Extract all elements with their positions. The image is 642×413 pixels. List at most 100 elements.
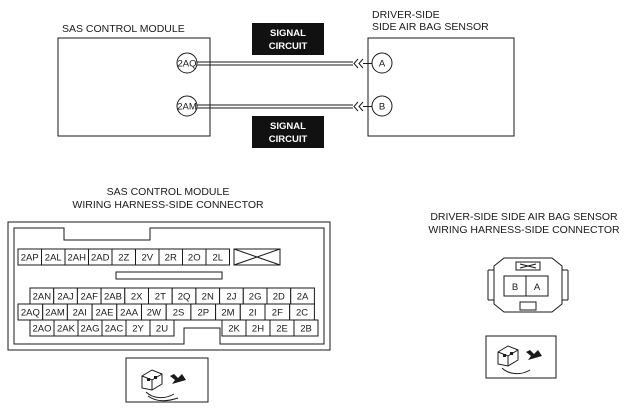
module-connector-pin: 2AE	[91, 303, 118, 321]
module-connector-pin-label: 2Y	[132, 324, 144, 335]
sas-module-title: SAS CONTROL MODULE	[62, 23, 185, 35]
module-connector-pin-label: 2R	[165, 253, 177, 264]
module-connector-pin: 2G	[242, 287, 268, 305]
module-connector-pin: 2AK	[53, 319, 79, 337]
module-connector-pin: 2Z	[111, 248, 136, 266]
module-pin-2aq: 2AQ	[176, 52, 198, 74]
module-connector-pin-label: 2J	[226, 292, 236, 303]
module-connector-pin-label: 2A	[297, 292, 309, 303]
module-connector-pin: 2Q	[171, 287, 197, 305]
signal-circuit-label-lower: SIGNAL CIRCUIT	[252, 116, 324, 148]
module-connector-pin: 2X	[124, 287, 150, 305]
sensor-connector-pin-a-label: A	[534, 282, 541, 293]
sensor-title-line1: DRIVER-SIDE	[372, 9, 440, 21]
module-connector-pin-label: 2AG	[80, 324, 99, 335]
probe-hand-icon	[125, 357, 209, 403]
sensor-connector-title-line2: WIRING HARNESS-SIDE CONNECTOR	[428, 224, 620, 236]
module-connector-pin-label: 2T	[155, 292, 166, 303]
module-connector-pin-label: 2E	[276, 324, 288, 335]
module-connector-pin: 2AO	[29, 319, 55, 337]
module-connector-pin-label: 2X	[131, 292, 143, 303]
sensor-pin-a-label: A	[379, 59, 386, 70]
module-connector-pin-label: 2B	[300, 324, 312, 335]
module-connector-pin-label: 2C	[296, 308, 308, 319]
module-connector-pin: 2AN	[29, 287, 55, 305]
module-connector-pin: 2AM	[42, 303, 68, 321]
module-pin-2aq-label: 2AQ	[177, 59, 196, 70]
sensor-box	[367, 37, 515, 137]
signal-upper-line1: SIGNAL	[270, 28, 306, 39]
module-connector-pin: 2AC	[101, 319, 127, 337]
module-connector-pin: 2AP	[17, 248, 42, 266]
module-connector-pin-label: 2Q	[178, 292, 191, 303]
module-connector-pin: 2P	[190, 303, 217, 321]
module-connector-pin: 2AG	[77, 319, 103, 337]
module-connector-pin: 2AH	[64, 248, 89, 266]
sensor-connector-title-line1: DRIVER-SIDE SIDE AIR BAG SENSOR	[430, 211, 618, 223]
module-connector-pin-label: 2AO	[32, 324, 51, 335]
module-connector-pin-label: 2AB	[104, 292, 122, 303]
module-connector-body	[7, 221, 331, 351]
module-connector-pin: 2S	[165, 303, 192, 321]
module-connector-pin-label: 2G	[249, 292, 262, 303]
module-connector-pin-label: 2O	[188, 253, 201, 264]
signal-lower-line2: CIRCUIT	[269, 134, 308, 145]
module-connector-pin: 2AL	[41, 248, 66, 266]
module-connector-pin-label: 2AA	[120, 308, 139, 319]
module-connector-pin: 2N	[195, 287, 221, 305]
module-connector-pin-label: 2AM	[45, 308, 65, 319]
sensor-connector-pin-b-label: B	[512, 282, 518, 293]
module-connector-pin-label: 2AC	[105, 324, 124, 335]
module-connector-pin: 2B	[293, 319, 319, 337]
module-connector-pin-label: 2AN	[33, 292, 52, 303]
module-connector-pin: 2T	[148, 287, 173, 305]
module-connector-blank-cell	[233, 248, 281, 266]
sensor-connector-body	[487, 257, 569, 313]
module-connector-pin-label: 2I	[249, 308, 257, 319]
module-connector-pin: 2V	[135, 248, 160, 266]
module-connector-pin-label: 2W	[147, 308, 161, 319]
probe-hand-icon-sensor	[485, 335, 557, 379]
module-connector-pin-label: 2D	[273, 292, 285, 303]
module-connector-pin-label: 2F	[272, 308, 283, 319]
sensor-connector-pin-b: B	[503, 275, 527, 297]
module-connector-pin: 2W	[141, 303, 167, 321]
module-connector-pin-label: 2M	[221, 308, 234, 319]
module-pin-2am: 2AM	[176, 95, 198, 117]
module-connector-pin: 2C	[289, 303, 315, 321]
wire-2aq-a	[197, 58, 372, 69]
module-connector-pin: 2F	[264, 303, 291, 321]
module-connector-pin-label: 2Z	[118, 253, 129, 264]
module-connector-pin-label: 2N	[202, 292, 214, 303]
signal-circuit-label-upper: SIGNAL CIRCUIT	[252, 23, 324, 55]
module-connector-pin: 2AF	[76, 287, 102, 305]
sensor-pin-b-label: B	[379, 102, 385, 113]
module-connector-pin-label: 2AP	[21, 253, 39, 264]
module-connector-title-line2: WIRING HARNESS-SIDE CONNECTOR	[72, 199, 264, 211]
module-connector-pin: 2AI	[66, 303, 93, 321]
module-connector-pin: 2O	[182, 248, 207, 266]
sensor-pin-b: B	[371, 95, 393, 117]
module-connector-pin-label: 2P	[197, 308, 209, 319]
sensor-connector-pin-a: A	[525, 275, 549, 297]
module-connector-pin-label: 2S	[173, 308, 185, 319]
module-connector-pin: 2AQ	[17, 303, 44, 321]
module-connector-pin-label: 2AK	[57, 324, 76, 335]
module-connector-pin-label: 2V	[141, 253, 153, 264]
module-connector-pin: 2D	[266, 287, 292, 305]
module-connector-pin-label: 2AJ	[57, 292, 74, 303]
signal-lower-line1: SIGNAL	[270, 121, 306, 132]
module-connector-pin-label: 2K	[228, 324, 240, 335]
module-connector-pin: 2J	[219, 287, 244, 305]
module-connector-pin: 2Y	[125, 319, 151, 337]
module-connector-pin: 2AD	[88, 248, 113, 266]
module-connector-pin-label: 2H	[252, 324, 264, 335]
module-connector-pin-label: 2AI	[73, 308, 87, 319]
module-connector-pin: 2E	[269, 319, 295, 337]
module-connector-title-line1: SAS CONTROL MODULE	[107, 186, 230, 198]
module-connector-pin: 2AB	[100, 287, 126, 305]
module-connector-pin: 2M	[215, 303, 241, 321]
module-connector-pin: 2AA	[116, 303, 143, 321]
module-connector-pin-label: 2AQ	[21, 308, 40, 319]
